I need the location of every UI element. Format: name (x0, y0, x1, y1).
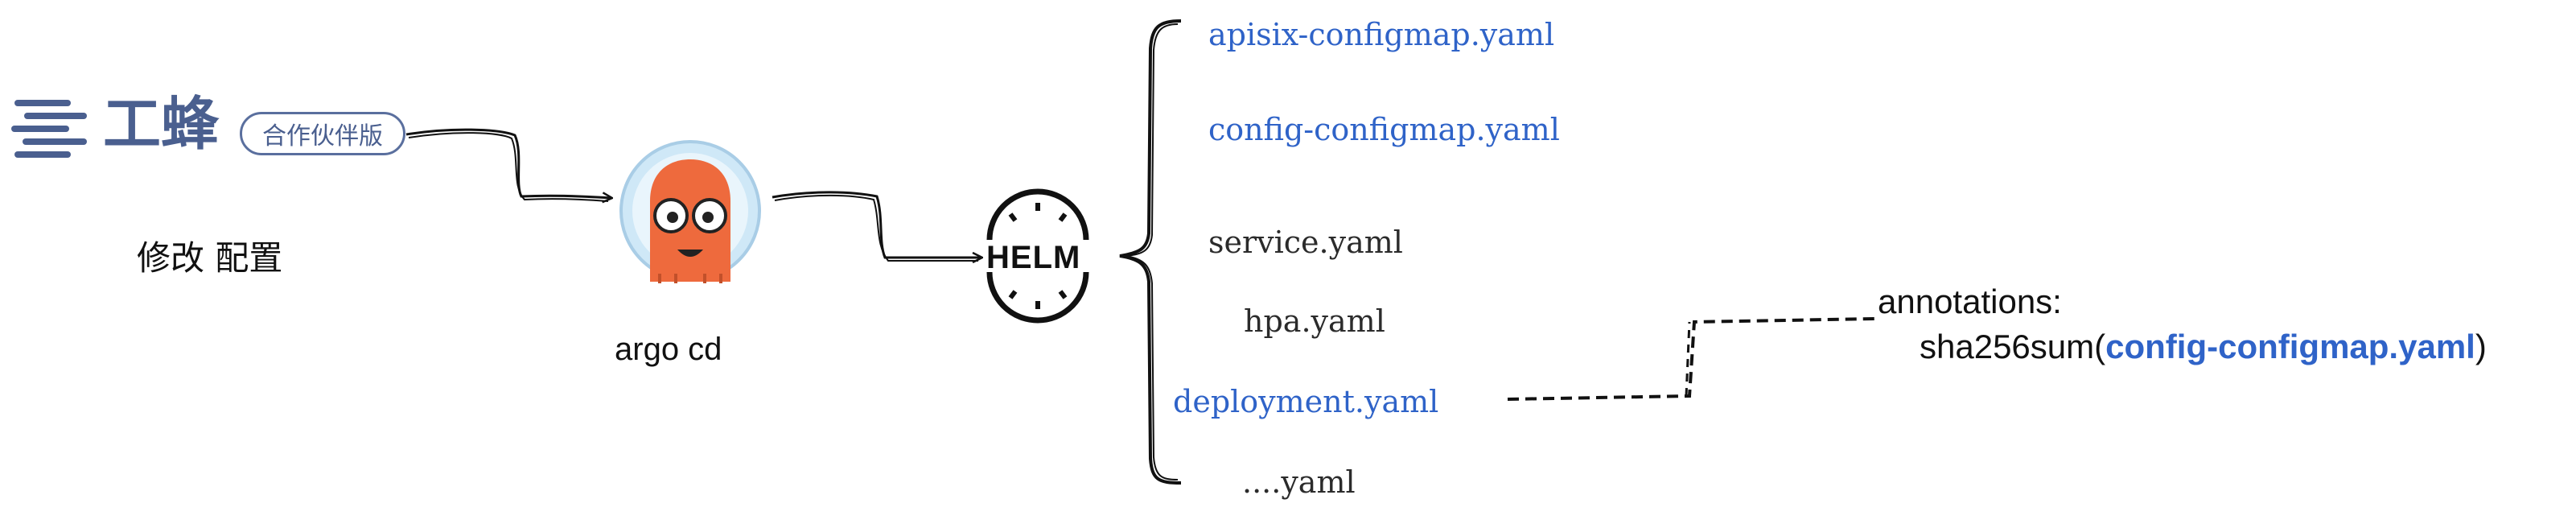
file-deployment: deployment.yaml (1173, 384, 1439, 419)
sha256sum-func: sha256sum( (1920, 328, 2106, 365)
argo-mascot-icon (619, 140, 761, 283)
sha256sum-close: ) (2475, 328, 2487, 365)
edition-badge: 合作伙伴版 (240, 112, 405, 155)
file-group-brace (1119, 19, 1182, 485)
file-hpa: hpa.yaml (1244, 303, 1385, 339)
modify-config-label: 修改 配置 (137, 238, 283, 278)
annotations-title: annotations: (1878, 283, 2062, 320)
gongfeng-logo-icon (11, 100, 87, 158)
annotation-expression: sha256sum(config-configmap.yaml) (1920, 330, 2487, 364)
helm-wheel-icon (986, 188, 1089, 324)
arrow-logo-to-argo (405, 128, 611, 198)
annotation-config-ref: config-configmap.yaml (2105, 328, 2475, 365)
file-apisix-configmap: apisix-configmap.yaml (1208, 17, 1555, 52)
dashed-connector (1507, 317, 1875, 401)
brand-name: 工蜂 (103, 90, 220, 158)
arrow-argo-to-helm (772, 191, 981, 258)
file-config-configmap: config-configmap.yaml (1208, 112, 1560, 147)
file-service: service.yaml (1208, 225, 1403, 260)
file-other-yaml: ....yaml (1242, 464, 1356, 500)
argo-cd-label: argo cd (615, 332, 722, 367)
helm-label: HELM (986, 240, 1081, 275)
